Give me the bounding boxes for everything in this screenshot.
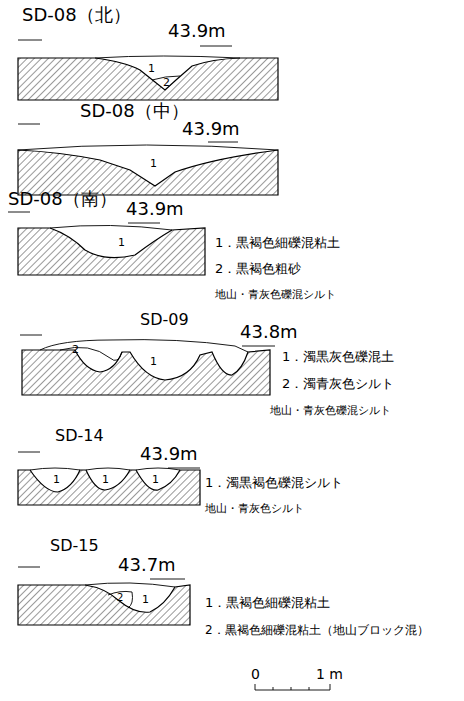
layer-note: 地山・青灰色シルト (205, 503, 304, 514)
ground-profile (18, 58, 278, 100)
elevation: 43.9m (168, 22, 226, 40)
layer-note: 1．黒褐色細礫混粘土 (215, 236, 340, 249)
elevation: 43.7m (118, 556, 176, 574)
ground-profile (18, 585, 190, 625)
layer-number: 2 (117, 593, 123, 603)
layer-number: 2 (72, 344, 79, 355)
layer-number: 1 (102, 474, 109, 485)
section-title: SD-08（北） (22, 6, 131, 24)
ground-profile (18, 228, 205, 275)
layer-number: 1 (118, 237, 125, 248)
scale-bar (255, 684, 330, 690)
layer-line (85, 583, 175, 587)
layer-number: 1 (148, 63, 155, 74)
layer-note: 2．濁青灰色シルト (282, 377, 394, 390)
level-marker (18, 40, 232, 46)
elevation: 43.8m (240, 323, 298, 341)
level-marker (20, 335, 275, 346)
scale-label: 1 m (316, 667, 343, 681)
elevation: 43.9m (182, 120, 240, 138)
layer-line (60, 347, 122, 360)
section-title: SD-14 (55, 428, 104, 444)
ground-profile (18, 150, 278, 195)
layer-note: 地山・青灰色礫混シルト (215, 289, 336, 300)
layer-note: 1．黒褐色細礫混粘土 (205, 596, 330, 609)
section-title: SD-09 (140, 312, 189, 328)
elevation: 43.9m (140, 445, 198, 463)
layer-line (108, 591, 133, 608)
layer-line (95, 56, 240, 58)
layer-note: 1．濁黒褐色礫混シルト (205, 476, 343, 489)
ground-profile (18, 470, 200, 505)
layer-number: 1 (150, 158, 157, 169)
layer-number: 1 (152, 474, 159, 485)
section-title: SD-15 (50, 538, 99, 554)
layer-number: 2 (163, 77, 170, 88)
layer-note: 2．黒褐色粗砂 (215, 262, 301, 275)
ground-profile (22, 350, 270, 395)
layer-number: 1 (142, 594, 149, 605)
scale-label: 0 (251, 667, 260, 681)
layer-line (30, 468, 180, 470)
layer-number: 1 (53, 474, 60, 485)
elevation: 43.9m (126, 200, 184, 218)
layer-note: 1．濁黒灰色礫混土 (282, 350, 394, 363)
layer-note: 2．黒褐色細礫混粘土（地山ブロック混） (205, 624, 429, 636)
layer-number: 1 (150, 356, 157, 367)
layer-line (18, 145, 278, 150)
layer-note: 地山・青灰色礫混シルト (270, 405, 391, 416)
section-title: SD-08（中） (80, 102, 189, 120)
layer-line (40, 340, 248, 352)
layer-line (50, 225, 172, 230)
section-title: SD-08（南） (8, 190, 117, 208)
